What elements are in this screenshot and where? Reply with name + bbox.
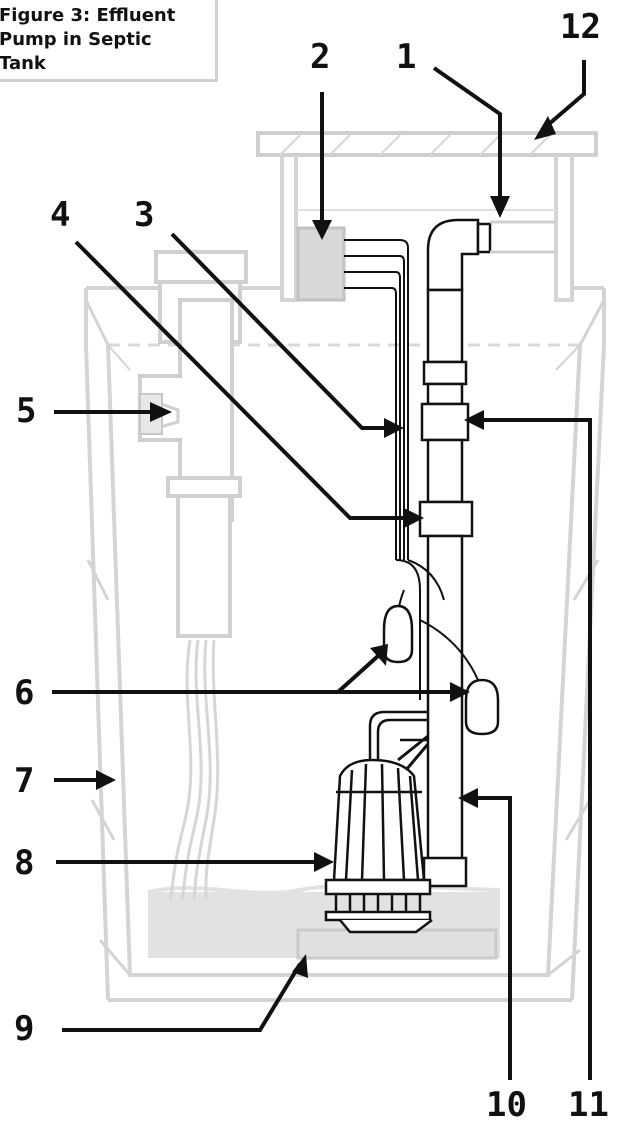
callout-label-5: 5	[16, 391, 37, 431]
callout-label-7: 7	[14, 761, 35, 801]
callout-label-10: 10	[486, 1085, 527, 1125]
callout-arrowheads	[96, 116, 556, 978]
figure-title-line-1: Figure 3: Effluent	[0, 5, 176, 26]
callout-label-2: 2	[310, 37, 331, 77]
callout-arrows	[52, 60, 592, 1080]
pump-stand-block	[296, 928, 498, 960]
callout-label-1: 1	[396, 37, 417, 77]
arrow-3	[170, 232, 392, 430]
arrow-12	[540, 60, 586, 132]
callout-label-11: 11	[568, 1085, 609, 1125]
inlet-baffle-pipe	[138, 250, 248, 638]
figure-title-line-2: Pump in Septic	[0, 29, 152, 50]
arrow-10	[470, 796, 512, 1080]
figure-title-line-3: Tank	[0, 53, 46, 74]
callout-label-4: 4	[50, 195, 71, 235]
float-switch-junction-box	[296, 226, 346, 302]
float-switches	[382, 589, 500, 736]
float-cables	[344, 239, 445, 700]
effluent-pump	[324, 758, 433, 934]
arrow-4	[74, 240, 414, 520]
riser-walls	[280, 155, 574, 302]
arrow-1	[432, 66, 502, 206]
inlet-flow-streams	[168, 639, 220, 901]
pump-discharge-tube	[368, 710, 430, 771]
discharge-pipe	[418, 218, 556, 888]
arrow-11	[476, 418, 592, 1080]
arrow-6b	[336, 654, 380, 694]
arrow-9	[62, 962, 302, 1032]
callout-label-9: 9	[14, 1009, 35, 1049]
callout-label-12: 12	[560, 7, 601, 47]
riser-lid	[256, 131, 598, 157]
figure-caption-box: Figure 3: Effluent Pump in Septic Tank	[0, 0, 218, 82]
callout-label-8: 8	[14, 843, 35, 883]
callout-label-3: 3	[134, 195, 155, 235]
callout-label-6: 6	[14, 673, 35, 713]
pump-intake-screen	[334, 894, 422, 912]
